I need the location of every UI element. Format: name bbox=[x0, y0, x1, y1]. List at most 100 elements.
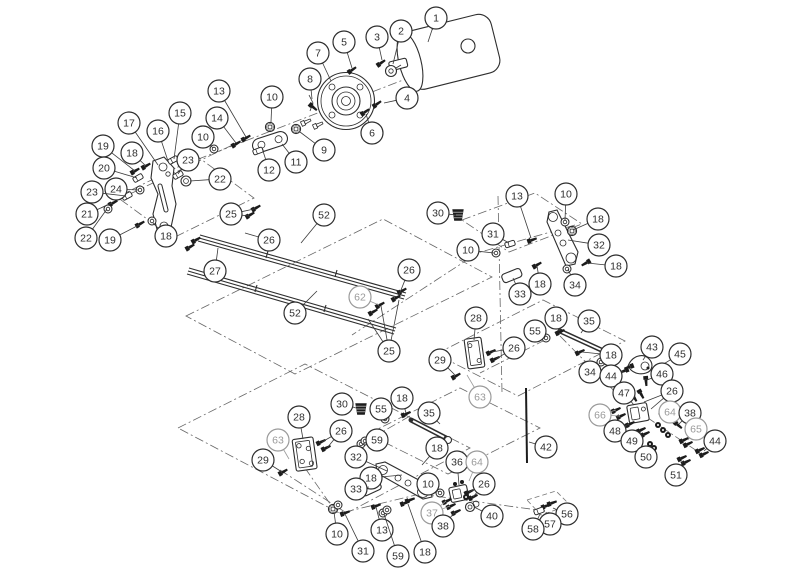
idler-lower-fasteners bbox=[327, 496, 416, 518]
balloon-leader bbox=[442, 505, 451, 510]
svg-text:18: 18 bbox=[534, 279, 546, 291]
balloon-leader bbox=[152, 222, 159, 229]
balloon-18: 18 bbox=[425, 436, 449, 460]
svg-text:58: 58 bbox=[527, 524, 539, 536]
svg-text:44: 44 bbox=[605, 371, 617, 383]
balloon-leader bbox=[642, 355, 647, 361]
balloon-18: 18 bbox=[544, 306, 568, 330]
balloon-leader bbox=[321, 436, 332, 443]
svg-text:37: 37 bbox=[426, 508, 438, 520]
svg-text:18: 18 bbox=[550, 313, 562, 325]
svg-text:9: 9 bbox=[321, 145, 327, 157]
balloon-leader bbox=[536, 265, 539, 274]
balloon-leader bbox=[580, 329, 584, 334]
svg-text:10: 10 bbox=[266, 92, 278, 104]
balloon-31: 31 bbox=[351, 539, 375, 563]
balloon-leader bbox=[361, 442, 367, 445]
balloon-26: 26 bbox=[502, 336, 526, 360]
balloon-30: 30 bbox=[330, 392, 354, 416]
balloon-25: 25 bbox=[377, 339, 401, 363]
svg-text:25: 25 bbox=[225, 209, 237, 221]
balloon-leader bbox=[643, 394, 662, 403]
svg-text:52: 52 bbox=[318, 210, 330, 222]
svg-text:27: 27 bbox=[209, 266, 221, 278]
balloon-leader bbox=[134, 131, 159, 166]
svg-text:10: 10 bbox=[197, 132, 209, 144]
balloon-leader bbox=[375, 506, 380, 520]
balloon-leader bbox=[427, 28, 433, 43]
balloon-34: 34 bbox=[578, 360, 602, 384]
svg-text:16: 16 bbox=[152, 126, 164, 138]
balloon-8: 8 bbox=[298, 67, 322, 91]
svg-text:15: 15 bbox=[174, 108, 186, 120]
svg-text:14: 14 bbox=[211, 113, 223, 125]
svg-text:19: 19 bbox=[97, 141, 109, 153]
balloon-leader bbox=[436, 420, 441, 425]
svg-text:26: 26 bbox=[478, 479, 490, 491]
svg-text:24: 24 bbox=[110, 184, 122, 196]
svg-text:8: 8 bbox=[307, 74, 313, 86]
balloon-leader bbox=[92, 208, 108, 230]
balloon-leader bbox=[139, 160, 147, 167]
svg-text:25: 25 bbox=[383, 346, 395, 358]
svg-text:66: 66 bbox=[594, 410, 606, 422]
svg-text:31: 31 bbox=[357, 546, 369, 558]
balloon-leader bbox=[383, 99, 397, 104]
balloon-leader bbox=[630, 401, 635, 406]
balloon-leader bbox=[210, 144, 214, 149]
svg-text:55: 55 bbox=[529, 326, 541, 338]
balloon-38: 38 bbox=[431, 514, 455, 538]
svg-text:18: 18 bbox=[160, 231, 172, 243]
svg-text:33: 33 bbox=[514, 289, 526, 301]
balloon-leader bbox=[241, 214, 250, 217]
balloon-leader bbox=[367, 318, 384, 343]
balloon-leader bbox=[302, 290, 318, 306]
balloon-33: 33 bbox=[508, 282, 532, 306]
balloon-22: 22 bbox=[208, 167, 232, 191]
svg-text:12: 12 bbox=[263, 165, 275, 177]
balloon-leader bbox=[322, 62, 332, 82]
balloon-leader bbox=[281, 143, 290, 154]
svg-text:57: 57 bbox=[544, 519, 556, 531]
svg-text:32: 32 bbox=[593, 240, 605, 252]
balloon-leader bbox=[478, 250, 495, 254]
balloon-49: 49 bbox=[620, 429, 644, 453]
balloon-25: 25 bbox=[219, 202, 243, 226]
balloon-leader bbox=[390, 299, 400, 341]
balloon-leader bbox=[114, 170, 138, 179]
balloon-leader bbox=[610, 415, 621, 417]
balloon-leader bbox=[369, 300, 380, 306]
balloon-18: 18 bbox=[390, 386, 414, 410]
balloon-6: 6 bbox=[360, 121, 384, 145]
svg-text:23: 23 bbox=[182, 155, 194, 167]
balloon-65: 65 bbox=[684, 417, 708, 441]
balloon-55: 55 bbox=[523, 319, 547, 343]
balloon-leader bbox=[310, 89, 313, 100]
balloon-23: 23 bbox=[80, 180, 104, 204]
balloon-leader bbox=[383, 513, 395, 546]
balloon-19: 19 bbox=[98, 228, 122, 252]
balloon-10: 10 bbox=[325, 522, 349, 546]
svg-text:28: 28 bbox=[470, 313, 482, 325]
svg-text:13: 13 bbox=[511, 191, 523, 203]
svg-text:6: 6 bbox=[369, 128, 375, 140]
balloon-26: 26 bbox=[257, 228, 281, 252]
svg-text:1: 1 bbox=[433, 13, 439, 25]
balloon-leader bbox=[440, 500, 447, 507]
part-stop-screw-cluster bbox=[532, 499, 558, 516]
balloon-30: 30 bbox=[426, 201, 450, 225]
balloon-leader bbox=[326, 439, 335, 449]
svg-text:18: 18 bbox=[365, 473, 377, 485]
balloon-10: 10 bbox=[260, 85, 284, 109]
part-pivot-bracket bbox=[150, 156, 177, 234]
balloon-leader bbox=[466, 374, 475, 388]
svg-text:18: 18 bbox=[605, 350, 617, 362]
svg-text:26: 26 bbox=[508, 343, 520, 355]
balloon-leader bbox=[404, 408, 407, 414]
svg-text:22: 22 bbox=[214, 174, 226, 186]
balloon-59: 59 bbox=[386, 544, 410, 568]
part-cam-handle bbox=[618, 355, 663, 387]
balloon-leader bbox=[624, 423, 630, 427]
svg-text:7: 7 bbox=[315, 48, 321, 60]
